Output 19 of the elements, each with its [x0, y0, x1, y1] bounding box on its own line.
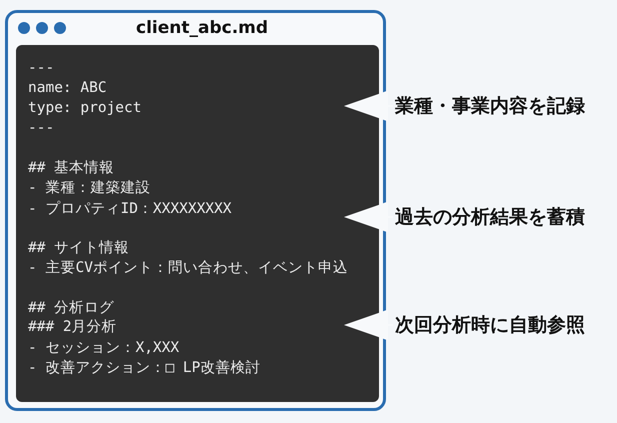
code-panel — [16, 45, 379, 402]
code-line: --- — [28, 119, 54, 137]
callout-text: 過去の分析結果を蓄積 — [395, 205, 585, 229]
code-line: ## 基本情報 — [28, 159, 114, 177]
code-line: - セッション：X,XXX — [28, 339, 180, 357]
code-line: - 主要CVポイント：問い合わせ、イベント申込 — [28, 259, 348, 277]
file-window — [5, 10, 386, 411]
callout-text: 次回分析時に自動参照 — [395, 313, 585, 337]
code-line: - 改善アクション：□ LP改善検討 — [28, 359, 260, 377]
callout-text: 業種・事業内容を記録 — [395, 94, 585, 118]
code-line: - プロパティID：XXXXXXXXX — [28, 200, 232, 218]
code-line: --- — [28, 59, 54, 77]
code-line: type: project — [28, 99, 142, 117]
code-line: ## サイト情報 — [28, 239, 130, 257]
code-line: ## 分析ログ — [28, 299, 114, 317]
code-line: - 業種：建築建設 — [28, 179, 150, 197]
code-line: ### 2月分析 — [28, 318, 117, 336]
file-title: client_abc.md — [136, 18, 268, 38]
code-line: name: ABC — [28, 79, 107, 97]
